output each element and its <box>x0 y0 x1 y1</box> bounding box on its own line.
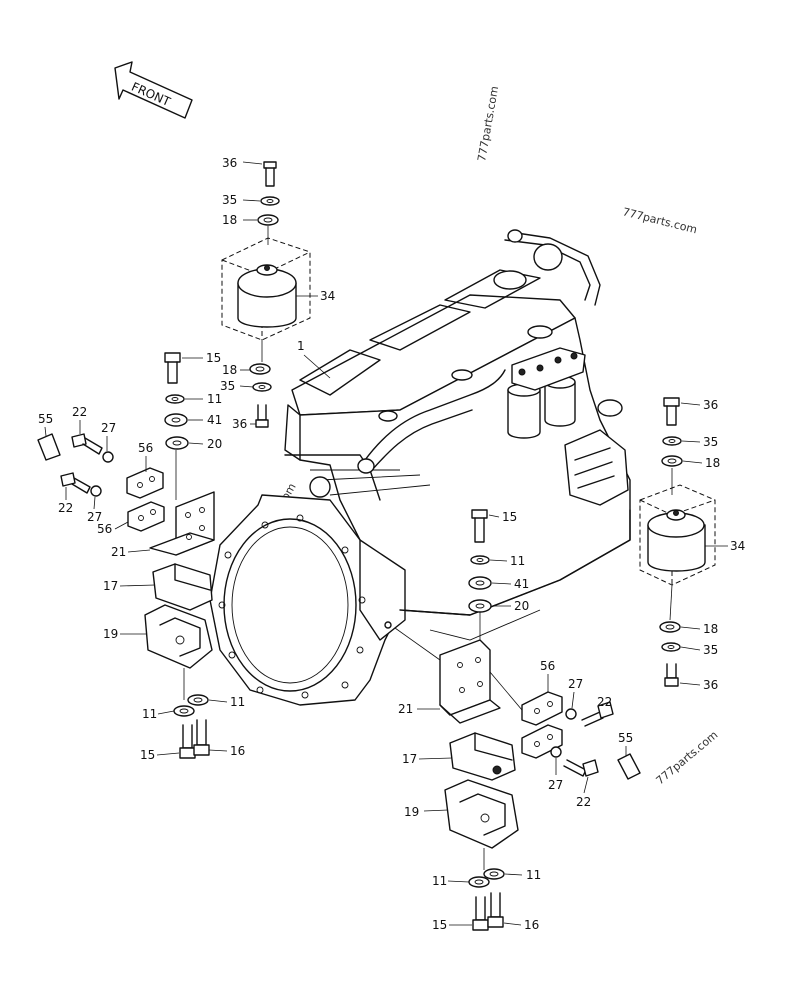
callout: 1 <box>297 339 305 353</box>
callout: 11 <box>432 874 447 888</box>
callout: 41 <box>514 577 529 591</box>
callout: 17 <box>103 579 118 593</box>
callout: 27 <box>101 421 116 435</box>
callout: 18 <box>705 456 720 470</box>
front-arrow: FRONT <box>114 61 193 119</box>
callout: 56 <box>97 522 112 536</box>
callout: 11 <box>230 695 245 709</box>
callout: 22 <box>576 795 591 809</box>
callout: 20 <box>514 599 529 613</box>
callout: 21 <box>111 545 126 559</box>
callout: 55 <box>38 412 53 426</box>
callout-labels: 1 36 35 18 34 15 18 35 11 41 36 20 55 22… <box>38 156 745 932</box>
callout: 11 <box>142 707 157 721</box>
right-engine-mount <box>639 397 728 687</box>
callout: 56 <box>540 659 555 673</box>
callout: 15 <box>432 918 447 932</box>
callout: 18 <box>703 622 718 636</box>
callout: 36 <box>703 398 718 412</box>
callout: 15 <box>502 510 517 524</box>
callout: 55 <box>618 731 633 745</box>
callout: 27 <box>568 677 583 691</box>
callout: 34 <box>730 539 745 553</box>
callout: 36 <box>232 417 247 431</box>
callout: 22 <box>72 405 87 419</box>
engine-block <box>209 229 631 706</box>
callout: 35 <box>703 435 718 449</box>
callout: 11 <box>526 868 541 882</box>
callout: 21 <box>398 702 413 716</box>
callout: 18 <box>222 363 237 377</box>
callout: 11 <box>207 392 222 406</box>
callout: 20 <box>207 437 222 451</box>
callout: 22 <box>597 695 612 709</box>
callout: 19 <box>404 805 419 819</box>
callout: 15 <box>206 351 221 365</box>
left-engine-mount <box>37 352 215 759</box>
callout: 16 <box>230 744 245 758</box>
callout: 15 <box>140 748 155 762</box>
watermark: 777parts.com <box>654 728 721 787</box>
top-engine-mount <box>221 161 318 428</box>
callout: 22 <box>58 501 73 515</box>
right-bottom-engine-mount <box>394 509 641 931</box>
callout: 36 <box>222 156 237 170</box>
callout: 19 <box>103 627 118 641</box>
callout: 56 <box>138 441 153 455</box>
watermark: 777parts.com <box>475 85 501 162</box>
callout: 16 <box>524 918 539 932</box>
callout: 27 <box>87 510 102 524</box>
callout: 41 <box>207 413 222 427</box>
callout: 35 <box>222 193 237 207</box>
callout: 17 <box>402 752 417 766</box>
callout: 27 <box>548 778 563 792</box>
watermark: 777parts.com <box>621 205 698 236</box>
callout: 35 <box>220 379 235 393</box>
callout: 18 <box>222 213 237 227</box>
callout: 11 <box>510 554 525 568</box>
callout: 35 <box>703 643 718 657</box>
callout: 34 <box>320 289 335 303</box>
callout: 36 <box>703 678 718 692</box>
